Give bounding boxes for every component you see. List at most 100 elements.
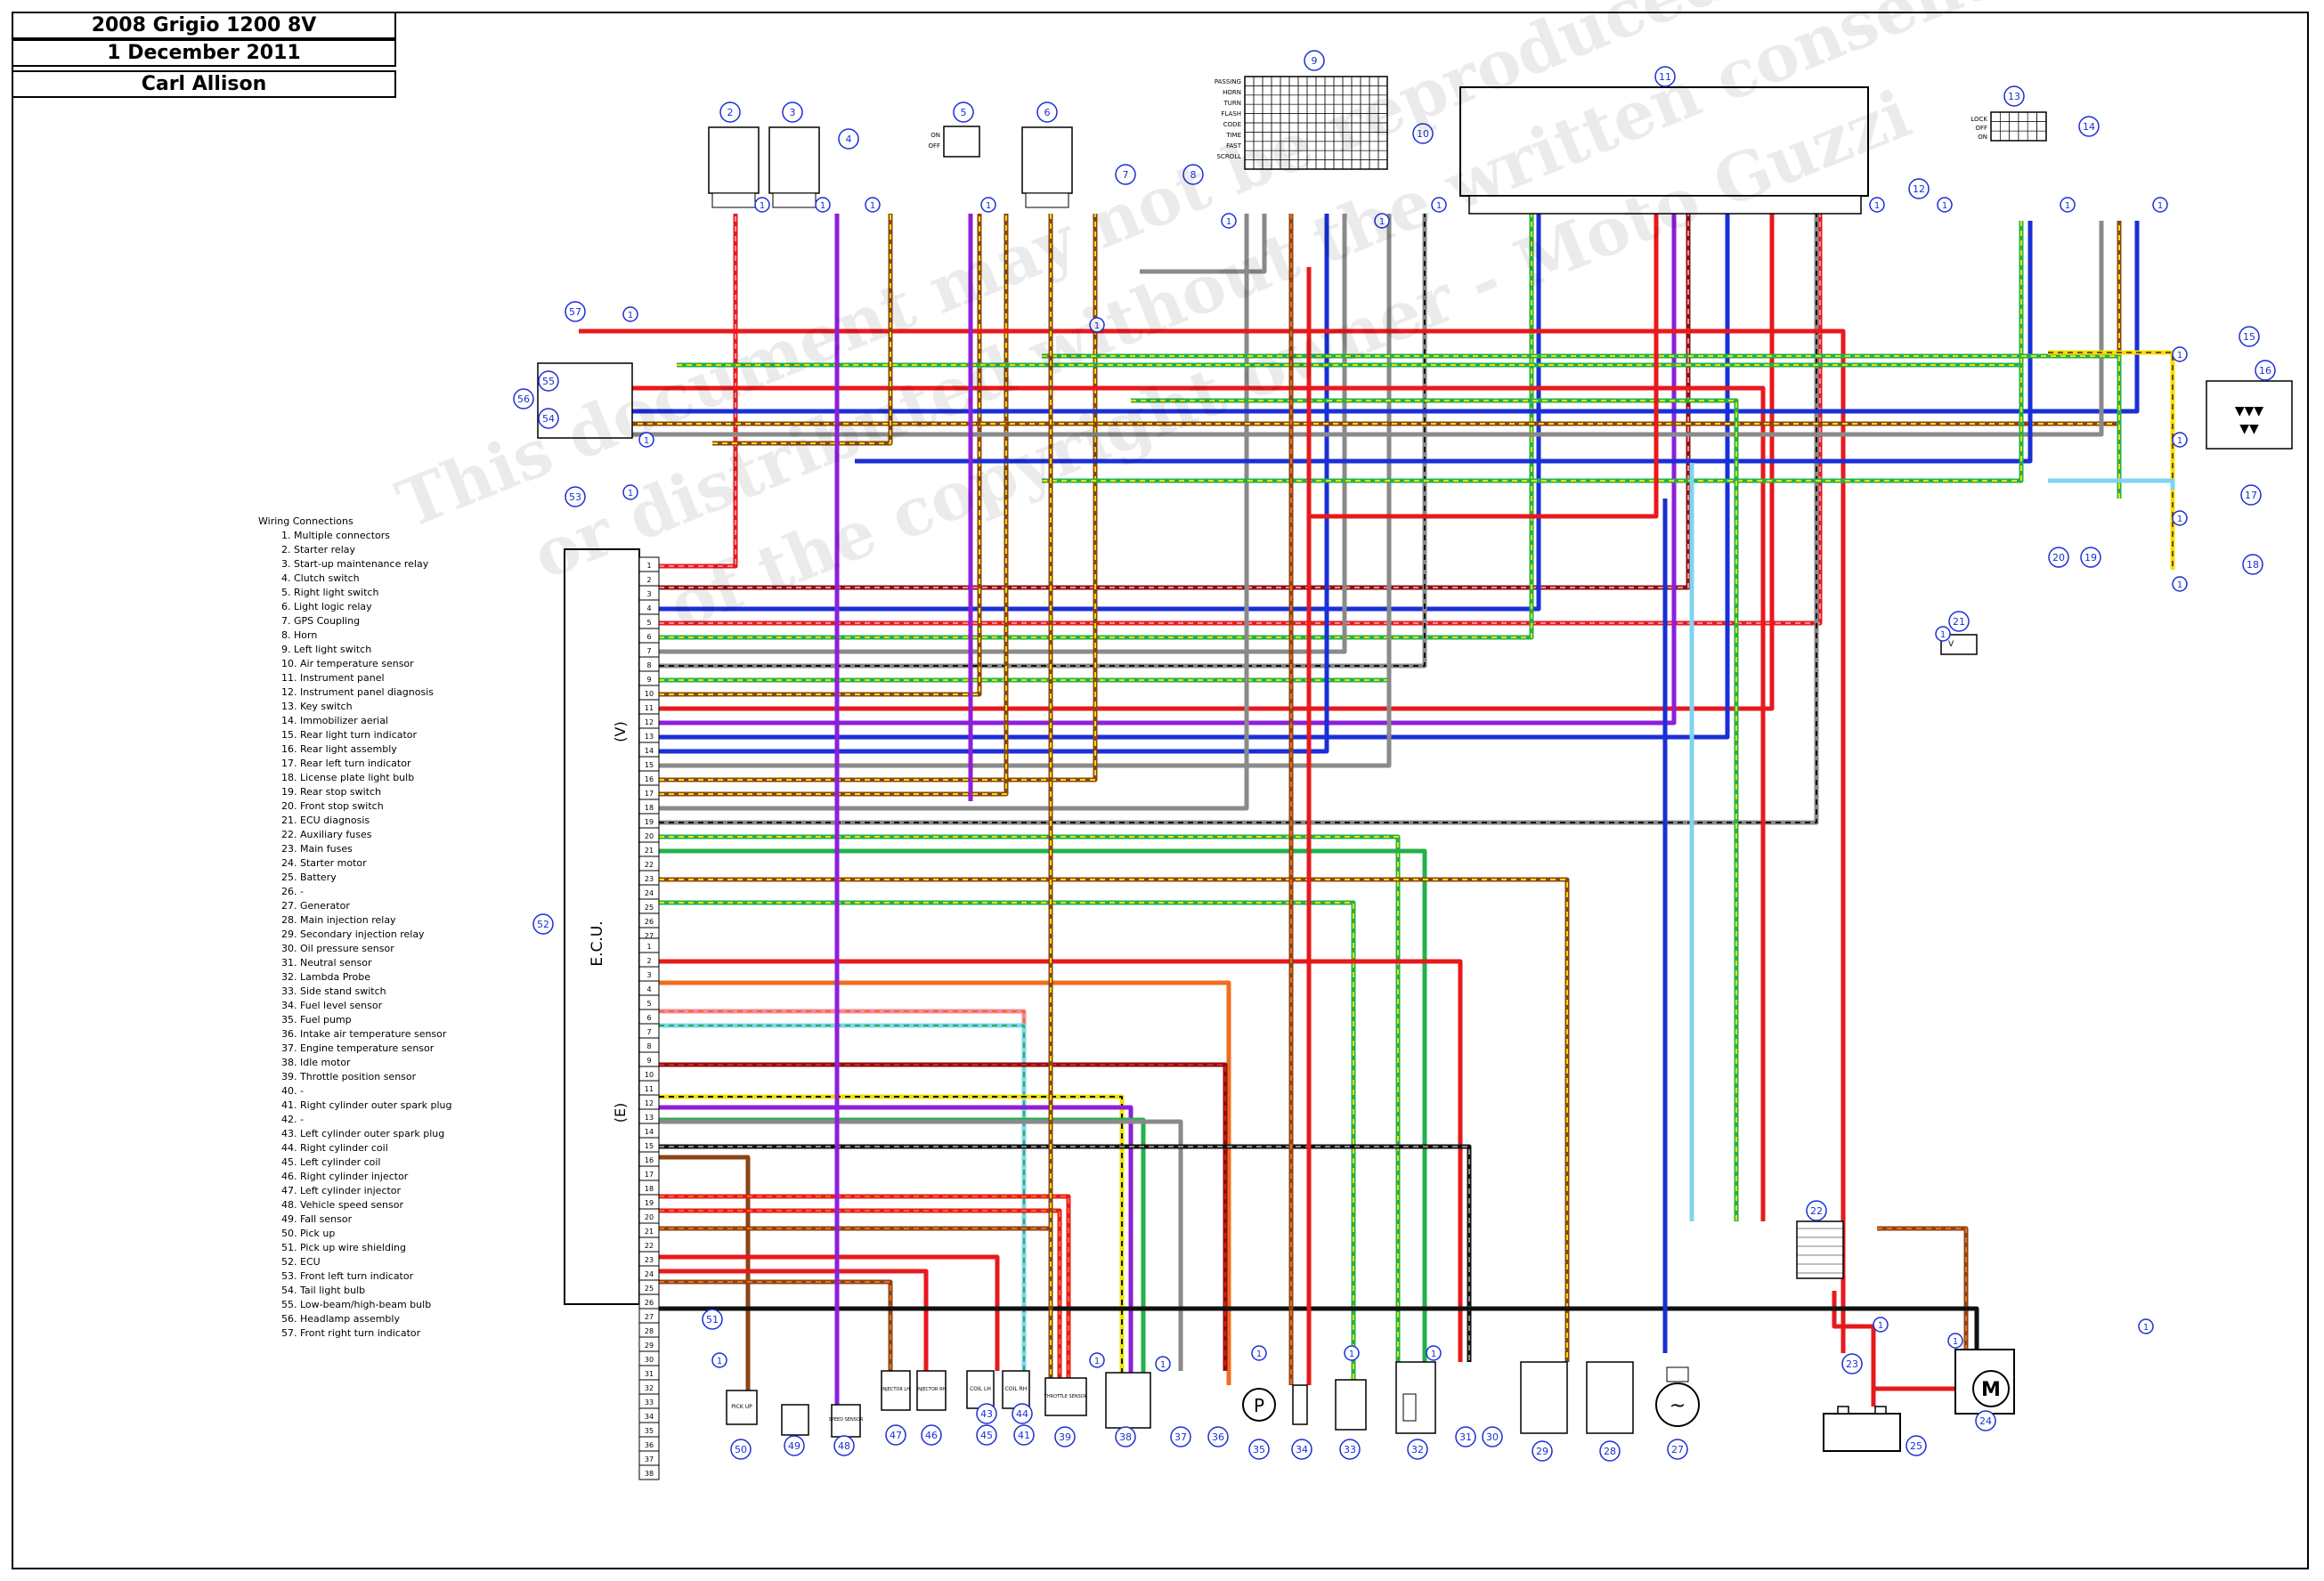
component-number: 4 [846,134,852,145]
component-number: 49 [788,1440,800,1452]
component-number: 52 [537,919,549,930]
switch9-label: HORN [1223,89,1241,96]
ecu-pin: 37 [645,1455,654,1463]
component-number: 38 [1119,1431,1132,1443]
wire [659,1147,1469,1362]
ecu-pin: 9 [646,1057,651,1065]
connector-marker: 1 [628,311,633,320]
component-number: 37 [1174,1431,1187,1443]
switch5-label: OFF [928,142,940,150]
component-number: 18 [2247,559,2259,571]
ecu-pin: 13 [645,733,654,741]
ecu-pin: 36 [645,1441,654,1449]
injector-lh-label: INJECTOR LH [882,1387,910,1392]
connector-marker: 1 [1878,1321,1883,1331]
motor-symbol: M [1981,1379,2001,1401]
ecu-pin: 17 [645,790,654,798]
component-number: 6 [1044,107,1051,118]
pump-symbol: P [1254,1395,1264,1416]
ecu-pin: 21 [645,1228,654,1236]
fall-sensor [782,1405,809,1435]
component-number: 27 [1671,1444,1684,1455]
ecu-pin: 25 [645,1285,654,1293]
right-light-switch: ONOFF [928,126,979,157]
component-number: 16 [2259,365,2271,377]
ecu-pin: 20 [645,1213,654,1221]
component-number: 3 [790,107,796,118]
ecu-pin: 20 [645,832,654,840]
auxiliary-fuses [1797,1221,1843,1278]
right-cylinder-coil: COIL RH [1003,1371,1029,1408]
ecu-pin: 1 [646,943,651,951]
side-stand-switch [1336,1380,1366,1430]
component-number: 30 [1486,1431,1499,1443]
component-number: 44 [1016,1408,1028,1420]
pick-up-label: PICK UP [731,1404,752,1410]
connector-marker: 1 [2157,201,2163,211]
ecu-pin: 4 [646,985,651,993]
rear-light-assembly: ▼▼▼ ▼▼ [2206,381,2292,449]
connector-marker: 1 [1953,1337,1958,1347]
ecu-pin: 30 [645,1356,654,1364]
wire [659,1271,926,1371]
generator: ~ [1656,1367,1699,1426]
component-number: 15 [2243,331,2255,343]
ecu-pin: 32 [645,1384,654,1392]
ecu-pin: 34 [645,1413,654,1421]
connector-marker: 1 [1256,1350,1262,1359]
ecu-pin: 24 [645,1270,654,1278]
component-number: 19 [2084,552,2097,563]
ecu-pin: 33 [645,1399,654,1407]
wire [2048,353,2173,570]
ecu-pin: 23 [645,1256,654,1264]
ecu-pin: 35 [645,1427,654,1435]
ecu-pin: 9 [646,676,651,684]
connector-marker: 1 [2177,436,2182,446]
ecu-pin: 14 [645,747,654,755]
component-number: 9 [1312,55,1318,67]
ecu-pin: 18 [645,1185,654,1193]
ecu-pin: 5 [646,1000,651,1008]
ecu-pin: 22 [645,1242,654,1250]
component-number: 28 [1604,1446,1616,1457]
vehicle-speed-sensor: SPEED SENSOR [829,1405,864,1437]
component-number: 57 [569,306,581,318]
component-number: 22 [1810,1205,1823,1217]
ecu-pin: 21 [645,847,654,855]
idle-motor [1106,1373,1150,1428]
ecu-pin: 26 [645,918,654,926]
ecu-e-label: (E) [612,1103,629,1123]
component-number: 14 [2083,121,2095,133]
svg-text:▼▼: ▼▼ [2239,422,2259,436]
connector-marker: 1 [1160,1360,1166,1370]
ecu-pin: 29 [645,1342,654,1350]
connector-marker: 1 [870,201,875,211]
ecu-pin: 26 [645,1299,654,1307]
component-number: 20 [2052,552,2065,563]
connector-marker: 1 [1874,201,1880,211]
main-injection-relay [1587,1362,1633,1433]
ecu-pin: 8 [646,1042,651,1050]
component-number: 33 [1344,1444,1356,1455]
component-number: 23 [1846,1358,1858,1370]
ecu-pin: 25 [645,904,654,912]
ecu-pin: 16 [645,1156,654,1164]
switch9-label: PASSING [1215,78,1241,85]
component-number: 17 [2245,490,2257,501]
component-number: 25 [1910,1440,1922,1452]
ecu-pin: 31 [645,1370,654,1378]
component-number: 2 [727,107,734,118]
connector-marker: 1 [986,201,991,211]
wire [1131,401,1736,1221]
start-up-maintenance-relay [769,127,819,207]
throttle-sensor-label: THROTTLE SENSOR [1044,1394,1088,1399]
component-number: 45 [980,1430,993,1441]
component-number: 35 [1253,1444,1265,1455]
starter-motor: M [1955,1350,2014,1414]
switch9-label: TURN [1223,100,1242,107]
component-number: 31 [1459,1431,1472,1443]
ecu-diag-label: V [1948,640,1954,649]
component-number: 24 [1979,1415,1992,1427]
fuel-pump: P [1243,1389,1275,1421]
connector-marker: 1 [820,201,825,211]
